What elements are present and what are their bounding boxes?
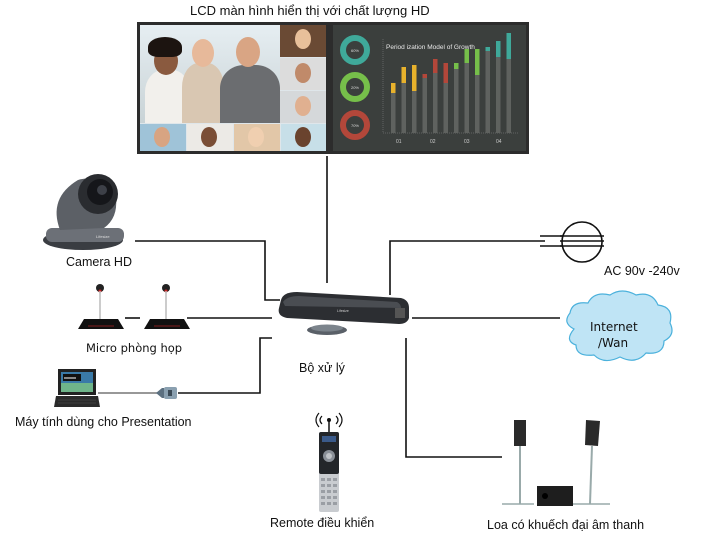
screen-bar-base [485, 51, 490, 133]
cloud-icon [560, 289, 676, 365]
screen-bar-top [475, 49, 480, 75]
screen-bar-top [401, 67, 406, 83]
svg-text:Lifesize: Lifesize [337, 309, 349, 313]
wire-speakers-processor [405, 338, 502, 458]
lcd-display-icon: 60% 20% 70% Period ization Model of Grow… [137, 22, 529, 154]
screen-bar-base [422, 78, 427, 133]
screen-bar-top [412, 65, 417, 91]
screen-bar-base [412, 91, 417, 133]
donut-label-2: 20% [351, 85, 359, 90]
axis-label-4: 04 [496, 139, 502, 145]
processor-label: Bộ xử lý [299, 361, 345, 375]
screen-bar-base [401, 83, 406, 133]
wire-laptop-processor [178, 337, 272, 394]
screen-chart-title: Period ization Model of Growth [386, 44, 475, 51]
screen-bar-base [443, 83, 448, 133]
wire-camera-processor [135, 240, 280, 301]
speakers-label: Loa có khuếch đại âm thanh [487, 518, 645, 532]
codec-processor-icon: Lifesize [273, 288, 413, 338]
screen-bar-base [496, 57, 501, 133]
ptz-camera-icon: Lifesize [38, 168, 128, 252]
screen-bar-base [454, 69, 459, 133]
svg-text:Lifesize: Lifesize [96, 234, 110, 239]
donut-label-3: 70% [351, 123, 359, 128]
screen-bar-top [454, 63, 459, 69]
screen-bar-top [422, 74, 427, 78]
wire-power-processor [389, 240, 545, 295]
axis-label-2: 02 [430, 139, 436, 145]
screen-bar-base [475, 75, 480, 133]
video-call-panel [140, 25, 326, 151]
laptop-label: Máy tính dùng cho Presentation [15, 415, 192, 429]
screen-bar-base [506, 59, 511, 133]
micro-label: Micro phòng họp [86, 341, 183, 355]
internet-label-line2: /Wan [598, 336, 629, 350]
screen-bar-top [443, 63, 448, 83]
screen-bar-top [485, 47, 490, 51]
vga-connector-icon [156, 386, 178, 400]
axis-label-1: 01 [396, 139, 402, 145]
screen-bar-top [391, 83, 396, 93]
remote-label: Remote điều khiển [270, 516, 375, 530]
screen-bar-top [433, 59, 438, 73]
screen-bar-base [464, 63, 469, 133]
internet-label-line1: Internet [590, 320, 638, 334]
screen-bar-top [464, 49, 469, 63]
donut-label-1: 60% [351, 48, 359, 53]
analytics-panel: 60% 20% 70% Period ization Model of Grow… [333, 25, 526, 151]
camera-label: Camera HD [66, 255, 132, 269]
screen-chart: 60% 20% 70% Period ization Model of Grow… [340, 33, 518, 145]
screen-bar-top [496, 41, 501, 57]
conference-microphone-icon [140, 281, 192, 333]
lcd-label: LCD màn hình hiển thị với chất lượng HD [190, 3, 430, 18]
power-outlet-icon [560, 220, 604, 264]
laptop-icon [54, 369, 100, 409]
screen-bar-top [506, 33, 511, 59]
screen-bar-base [433, 73, 438, 133]
screen-bar-base [391, 93, 396, 133]
power-label: AC 90v -240v [604, 264, 680, 278]
conference-microphone-icon [74, 281, 126, 333]
speakers-icon [500, 418, 612, 512]
axis-label-3: 03 [464, 139, 470, 145]
remote-control-icon [314, 410, 344, 513]
